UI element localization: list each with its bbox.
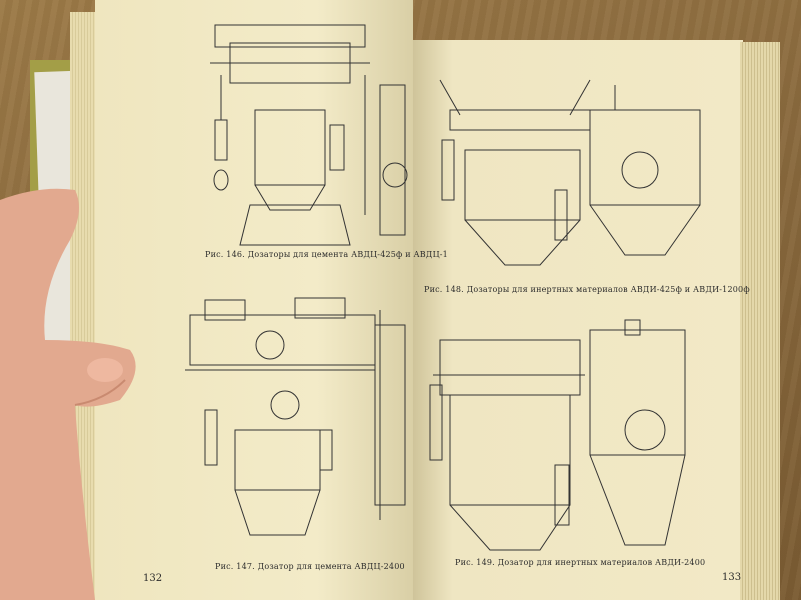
figure-149-caption: Рис. 149. Дозатор для инертных материало… (455, 558, 706, 567)
right-page-number: 133 (722, 572, 742, 583)
figure-146-caption: Рис. 146. Дозаторы для цемента АВДЦ-425ф… (205, 250, 448, 259)
figure-146-drawing (210, 24, 408, 246)
left-page (95, 0, 413, 600)
book-right-page-edges (740, 42, 780, 600)
figure-148-caption: Рис. 148. Дозаторы для инертных материал… (424, 285, 750, 294)
figure-149-drawing (429, 319, 686, 551)
figure-147-caption: Рис. 147. Дозатор для цемента АВДЦ-2400 (215, 562, 405, 571)
figure-147-drawing (185, 297, 406, 536)
left-page-number: 132 (143, 573, 163, 584)
figure-148-drawing (439, 79, 701, 266)
right-page (413, 40, 743, 600)
hand (0, 188, 136, 600)
